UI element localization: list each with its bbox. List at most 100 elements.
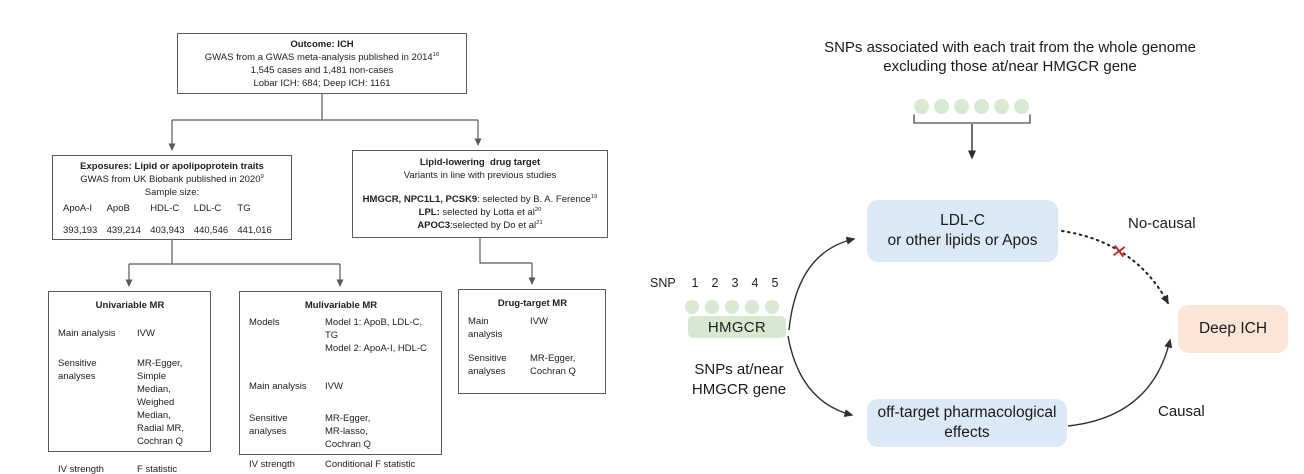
snp-dot	[705, 300, 719, 314]
snp-dot	[765, 300, 779, 314]
snp-dot	[954, 99, 969, 114]
multivariable-mr-title: Mulivariable MR	[304, 300, 378, 311]
trait-name: TG	[237, 203, 251, 214]
analysis-row: Main analysis IVW	[468, 315, 597, 341]
ldl-c-node: LDL-C or other lipids or Apos	[867, 200, 1058, 262]
analysis-row: Main analysis IVW	[58, 327, 202, 340]
row-value: MR-Egger, MR-lasso, Cochran Q	[325, 413, 371, 450]
row-label: Sensitive analyses	[58, 358, 97, 382]
row-label: IV strength	[58, 464, 104, 474]
row-label: IV strength	[249, 459, 295, 470]
analysis-row: IV strength F statistic	[58, 463, 202, 474]
snp-number: 3	[731, 276, 739, 290]
row-value: MR-Egger, Simple Median, Weighed Median,…	[137, 358, 184, 447]
snp-dot	[1014, 99, 1029, 114]
snp-number: 2	[711, 276, 719, 290]
snp-dot	[994, 99, 1009, 114]
row-value: Conditional F statistic	[325, 459, 416, 470]
snp-row-label: SNP	[650, 276, 676, 290]
sample-size-value: 441,016	[237, 225, 272, 236]
trait-name: ApoB	[106, 203, 130, 214]
exposures-box-title: Exposures: Lipid or apolipoprotein trait…	[80, 161, 264, 172]
row-label: Sensitive analyses	[249, 413, 288, 437]
outcome-box-line3: Lobar ICH: 684; Deep ICH: 1161	[253, 78, 391, 89]
sample-size-label: Sample size:	[144, 187, 200, 198]
trait-names-row: ApoA-I ApoB HDL-C LDL-C TG	[53, 202, 291, 215]
genome-snps-bracket	[913, 114, 1031, 124]
drug-target-line1: HMGCR, NPC1L1, PCSK9: selected by B. A. …	[362, 193, 598, 205]
drug-target-box-title: Lipid-lowering drug target	[419, 157, 541, 168]
snp-dot	[745, 300, 759, 314]
connector-drug-target-elbow	[479, 238, 532, 264]
row-value: MR-Egger, Cochran Q	[530, 353, 576, 377]
row-label: Sensitive analyses	[468, 353, 507, 377]
univariable-mr-box: Univariable MR Main analysis IVW Sensiti…	[48, 291, 211, 474]
drug-target-line2: LPL: selected by Lotta et al20	[418, 206, 542, 218]
snp-number: 4	[751, 276, 759, 290]
exposures-box-subtitle: GWAS from UK Biobank published in 20209	[80, 173, 264, 185]
sample-size-value: 393,193	[63, 225, 98, 236]
analysis-row: Models Model 1: ApoB, LDL-C, TG Model 2:…	[249, 316, 433, 355]
dag-title: SNPs associated with each trait from the…	[824, 39, 1196, 75]
reference-superscript: 16	[432, 51, 440, 58]
genome-snp-dots	[914, 99, 1029, 114]
outcome-box: Outcome: ICH GWAS from a GWAS meta-analy…	[177, 33, 467, 94]
row-label: Main analysis	[468, 316, 503, 340]
analysis-row: Sensitive analyses MR-Egger, MR-lasso, C…	[249, 412, 433, 451]
sample-size-value: 403,943	[150, 225, 185, 236]
outcome-box-line1: GWAS from a GWAS meta-analysis published…	[204, 51, 440, 63]
snps-near-hmgcr-label: SNPs at/near HMGCR gene	[691, 361, 787, 398]
row-value: Model 1: ApoB, LDL-C, TG Model 2: ApoA-I…	[325, 317, 427, 354]
row-value: IVW	[530, 316, 548, 327]
analysis-row: IV strength Conditional F statistic	[249, 458, 433, 471]
snp-number: 5	[771, 276, 779, 290]
trait-name: HDL-C	[150, 203, 180, 214]
snp-dot	[934, 99, 949, 114]
snp-number-row: 1 2 3 4 5	[685, 276, 785, 290]
offtarget-effects-node: off-target pharmacological effects	[867, 399, 1067, 447]
drug-target-line3: APOC3:selected by Do et al21	[417, 219, 543, 231]
drug-target-box-subtitle: Variants in line with previous studies	[403, 170, 557, 181]
drug-target-box: Lipid-lowering drug target Variants in l…	[352, 150, 608, 238]
snp-dot	[725, 300, 739, 314]
snp-dot	[914, 99, 929, 114]
red-x-icon: ✕	[1109, 240, 1129, 265]
drug-target-mr-box: Drug-target MR Main analysis IVW Sensiti…	[458, 289, 606, 394]
trait-name: ApoA-I	[63, 203, 93, 214]
analysis-row: Main analysis IVW	[249, 380, 433, 393]
curve-causal	[1067, 338, 1173, 427]
sample-sizes-row: 393,193 439,214 403,943 440,546 441,016	[53, 224, 291, 237]
sample-size-value: 439,214	[106, 225, 141, 236]
row-value: IVW	[325, 381, 343, 392]
outcome-box-line2: 1,545 cases and 1,481 non-cases	[250, 65, 394, 76]
univariable-mr-title: Univariable MR	[95, 300, 165, 311]
connector-outcome-split	[172, 94, 478, 121]
hmgcr-gene-box: HMGCR	[688, 316, 786, 338]
row-value: IVW	[137, 328, 155, 339]
outcome-box-title: Outcome: ICH	[290, 39, 354, 50]
analysis-row: Sensitive analyses MR-Egger, Simple Medi…	[58, 357, 202, 448]
multivariable-mr-box: Mulivariable MR Models Model 1: ApoB, LD…	[239, 291, 442, 470]
snp-number: 1	[691, 276, 699, 290]
exposures-box: Exposures: Lipid or apolipoprotein trait…	[52, 155, 292, 240]
curve-hmgcr-to-ldl	[788, 236, 856, 331]
snp-dot	[685, 300, 699, 314]
reference-superscript: 9	[260, 173, 264, 180]
trait-name: LDL-C	[193, 203, 222, 214]
deep-ich-node: Deep ICH	[1178, 305, 1288, 353]
curve-hmgcr-to-offtarget	[787, 335, 854, 418]
sample-size-value: 440,546	[193, 225, 229, 236]
row-label: Main analysis	[58, 328, 116, 339]
reference-superscript: 21	[536, 219, 543, 226]
hmgcr-snp-dots	[685, 300, 779, 314]
spacer	[353, 182, 607, 193]
snp-dot	[974, 99, 989, 114]
no-causal-label: No-causal	[1128, 215, 1196, 232]
row-value: F statistic	[137, 464, 178, 474]
reference-superscript: 20	[534, 206, 542, 213]
row-label: Models	[249, 317, 280, 328]
causal-label: Causal	[1158, 403, 1205, 420]
row-label: Main analysis	[249, 381, 307, 392]
analysis-row: Sensitive analyses MR-Egger, Cochran Q	[468, 352, 597, 378]
